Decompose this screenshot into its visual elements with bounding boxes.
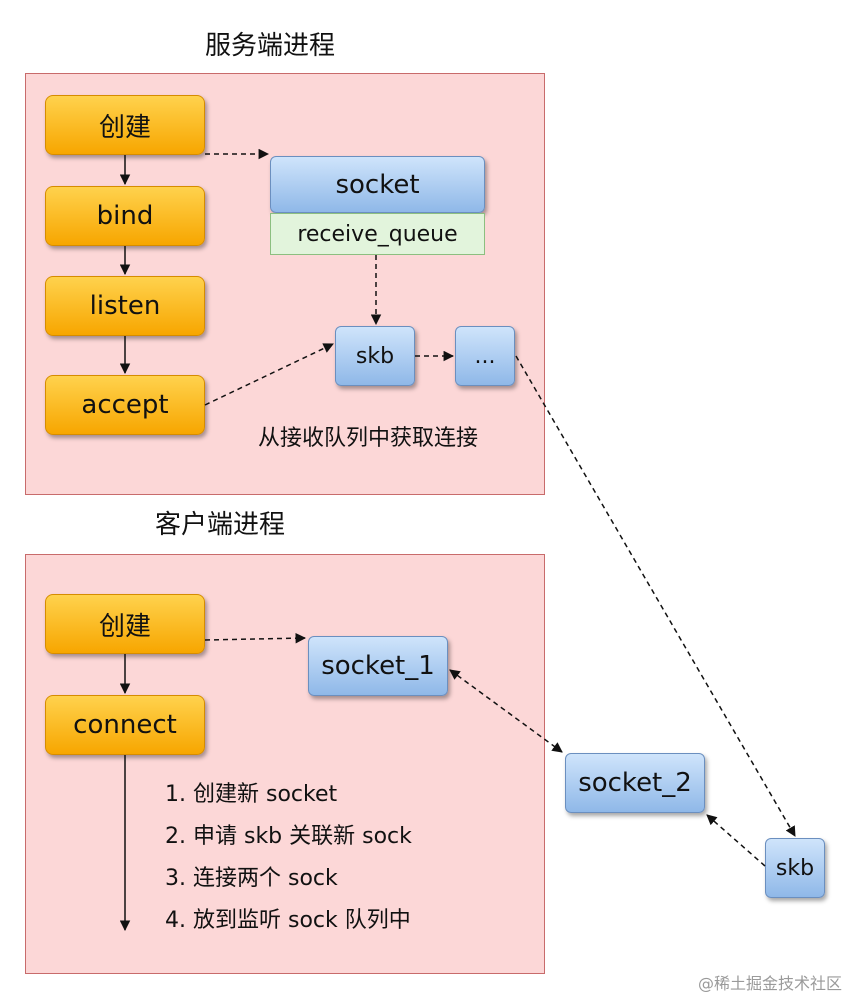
note-3: 3. 连接两个 sock — [165, 866, 338, 891]
watermark: @稀土掘金技术社区 — [697, 974, 842, 993]
client-step-create: 创建 — [45, 594, 205, 654]
queue-more: ... — [455, 326, 515, 386]
server-step-listen: listen — [45, 276, 205, 336]
note-4: 4. 放到监听 sock 队列中 — [165, 908, 411, 933]
new-skb-to-socket2-arrow — [706, 814, 766, 867]
connect-notes: 1. 创建新 socket 2. 申请 skb 关联新 sock 3. 连接两个… — [165, 780, 412, 948]
socket1-socket2-arrow — [449, 669, 563, 753]
server-step-create: 创建 — [45, 95, 205, 155]
client-step-connect: connect — [45, 695, 205, 755]
client-create-to-socket1-arrow — [204, 632, 307, 644]
note-2: 2. 申请 skb 关联新 sock — [165, 824, 412, 849]
client-socket-1: socket_1 — [308, 636, 448, 696]
server-socket: socket — [270, 156, 485, 213]
accept-caption: 从接收队列中获取连接 — [258, 426, 479, 451]
server-skb: skb — [335, 326, 415, 386]
receive-queue: receive_queue — [270, 213, 485, 255]
more-to-new-skb-arrow — [515, 355, 796, 837]
note-1: 1. 创建新 socket — [165, 782, 338, 807]
server-step-bind: bind — [45, 186, 205, 246]
client-process-title: 客户端进程 — [155, 510, 286, 540]
socket-2: socket_2 — [565, 753, 705, 813]
server-step-accept: accept — [45, 375, 205, 435]
server-process-title: 服务端进程 — [205, 31, 336, 61]
accept-to-skb-arrow — [204, 343, 334, 406]
new-skb: skb — [765, 838, 825, 898]
